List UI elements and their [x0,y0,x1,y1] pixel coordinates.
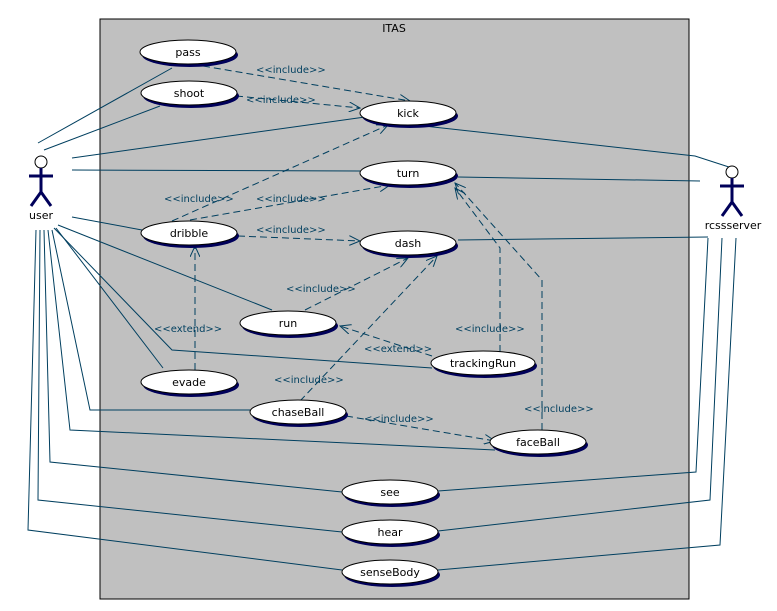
use-case-pass-label: pass [175,46,200,59]
assoc-user-faceBall [47,229,496,451]
use-case-run[interactable]: run [239,310,338,338]
use-case-run-label: run [279,317,297,330]
stereotype-labels: <<include>> <<include>> <<include>> <<in… [154,65,594,425]
use-case-hear-label: hear [377,526,402,539]
use-case-evade[interactable]: evade [140,369,239,397]
stereo-chaseBall-dash: <<include>> [274,375,344,386]
use-case-kick-label: kick [397,107,419,120]
stereo-dribble-kick: <<include>> [164,194,234,205]
assoc-user-kick [71,116,366,159]
assoc-user-run [57,224,273,311]
dep-run-dash [304,258,408,311]
use-case-pass[interactable]: pass [139,39,238,67]
use-case-turn[interactable]: turn [359,160,458,188]
actor-rcssserver-head [725,165,739,179]
stereo-dribble-turn: <<include>> [256,194,326,205]
actor-rcssserver[interactable]: rcssserver [705,165,762,232]
use-case-senseBody-label: senseBody [360,566,420,579]
use-case-hear[interactable]: hear [341,519,440,547]
assoc-user-see [43,229,343,493]
dep-chaseBall-faceBall [345,415,495,441]
use-case-see-label: see [380,486,399,499]
dep-dribble-turn [189,185,390,221]
use-case-dribble-label: dribble [170,227,209,240]
use-case-faceBall-label: faceBall [516,436,560,449]
associations [27,67,737,571]
assoc-server-hear [437,237,723,532]
use-case-senseBody[interactable]: senseBody [341,559,440,587]
assoc-user-senseBody [27,229,343,571]
use-case-turn-label: turn [397,167,420,180]
use-case-see[interactable]: see [341,479,440,507]
dep-shoot-kick [235,95,360,108]
assoc-user-dribble [71,216,143,231]
dep-pass-kick [202,65,410,101]
stereo-pass-kick: <<include>> [256,65,326,76]
use-case-dash-label: dash [395,237,421,250]
stereo-faceBall-turn: <<include>> [524,404,594,415]
assoc-user-trackingRun [53,227,433,369]
use-case-chaseBall[interactable]: chaseBall [249,399,348,427]
assoc-server-see [437,237,709,492]
stereo-chaseBall-faceBall: <<include>> [364,414,434,425]
actor-user-label: user [29,209,53,222]
use-case-shoot[interactable]: shoot [140,80,239,108]
assoc-server-kick [423,125,733,169]
use-case-evade-label: evade [172,376,206,389]
use-case-kick[interactable]: kick [359,100,458,128]
dep-faceBall-turn [455,183,543,430]
stereo-trackingRun-turn: <<include>> [455,324,525,335]
use-case-dash[interactable]: dash [359,230,458,258]
assoc-user-evade [55,227,164,369]
use-case-chaseBall-label: chaseBall [272,406,325,419]
dep-trackingRun-turn [455,188,501,352]
system-title: ITAS [382,22,406,35]
stereo-run-dash: <<include>> [286,284,356,295]
use-cases: pass shoot kick turn dribble dash [139,39,588,587]
actor-user-head [34,155,48,169]
actor-user[interactable]: user [29,155,53,222]
actor-rcssserver-label: rcssserver [705,219,762,232]
assoc-user-chaseBall [51,229,250,411]
use-case-faceBall[interactable]: faceBall [489,429,588,457]
assoc-user-turn [71,169,361,172]
assoc-user-shoot [43,105,161,151]
use-case-shoot-label: shoot [174,87,205,100]
dep-dribble-dash [237,235,360,241]
stereo-trackingRun-run: <<extend>> [364,344,432,355]
use-case-trackingRun-label: trackingRun [450,357,516,370]
stereo-shoot-kick: <<include>> [246,95,316,106]
stereo-dribble-dash: <<include>> [256,225,326,236]
stereo-evade-dribble: <<extend>> [154,324,222,335]
dep-trackingRun-run [340,326,433,357]
assoc-server-turn [457,176,701,182]
use-case-trackingRun[interactable]: trackingRun [430,350,537,378]
assoc-user-pass [37,67,173,144]
assoc-user-hear [37,229,343,533]
dependencies [171,65,543,441]
dep-dribble-kick [171,125,388,222]
use-case-dribble[interactable]: dribble [140,220,239,248]
assoc-server-dash [457,236,709,241]
dep-chaseBall-dash [299,256,437,402]
assoc-server-senseBody [437,237,737,571]
